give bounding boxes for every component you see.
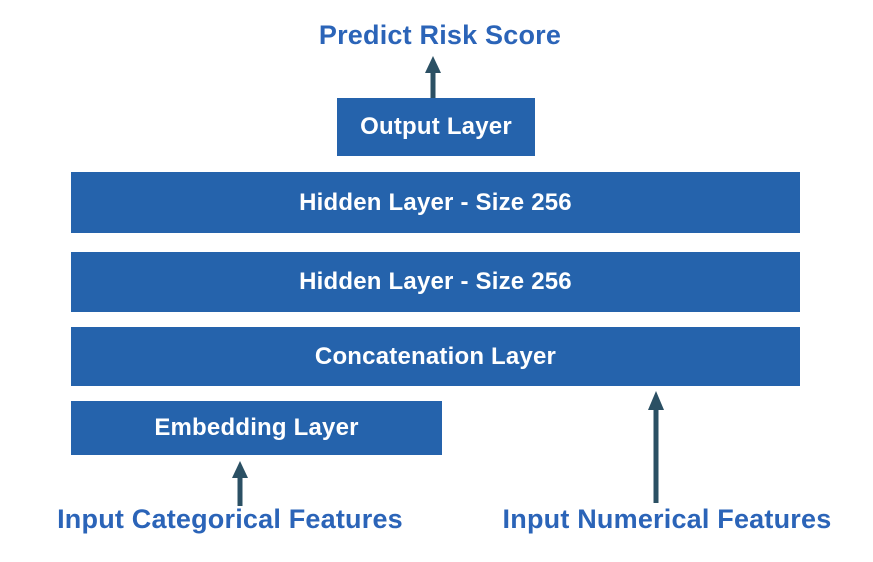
arrow-output-to-predict-icon [425, 56, 441, 98]
arrow-numerical-to-concatenation-icon [648, 391, 664, 503]
concatenation-layer-box: Concatenation Layer [71, 327, 800, 386]
arrow-categorical-to-embedding-icon [232, 461, 248, 506]
hidden-layer-1-box: Hidden Layer - Size 256 [71, 172, 800, 233]
embedding-layer-box: Embedding Layer [71, 401, 442, 455]
predict-risk-score-label: Predict Risk Score [318, 20, 562, 50]
hidden-layer-2-box: Hidden Layer - Size 256 [71, 252, 800, 312]
input-categorical-features-label: Input Categorical Features [57, 504, 403, 534]
input-numerical-features-label: Input Numerical Features [502, 504, 832, 534]
output-layer-box: Output Layer [337, 98, 535, 156]
